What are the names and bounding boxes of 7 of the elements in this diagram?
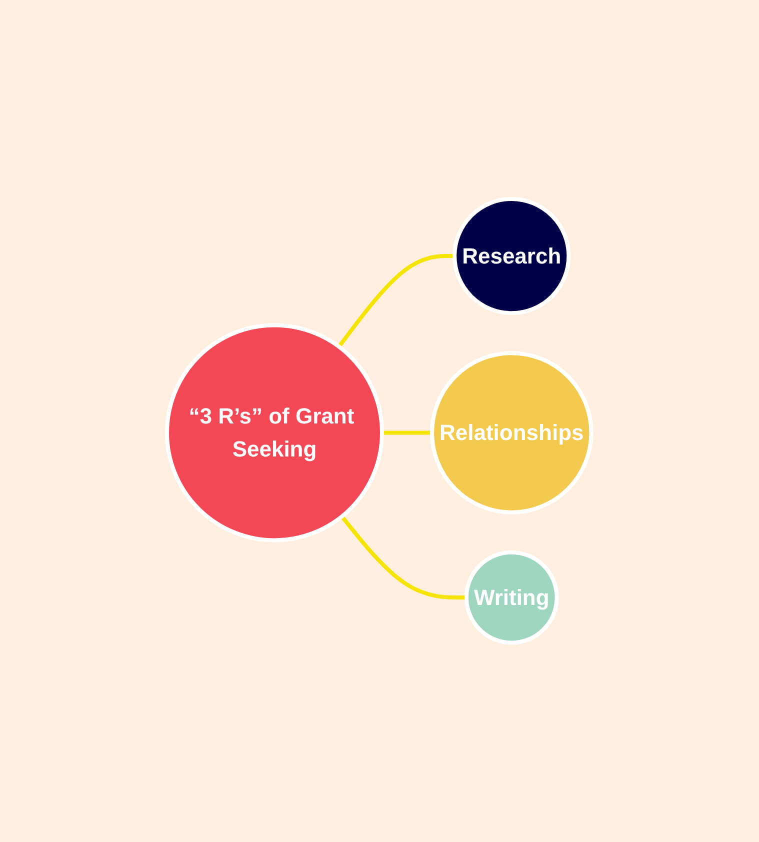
node-circle: Relationships <box>430 351 594 514</box>
connector <box>338 254 455 348</box>
node-circle: “3 R’s” of Grant Seeking <box>165 323 384 542</box>
connector <box>340 515 467 600</box>
connector <box>382 430 432 435</box>
node-circle: Writing <box>464 550 560 645</box>
node-circle: Research <box>452 197 572 316</box>
